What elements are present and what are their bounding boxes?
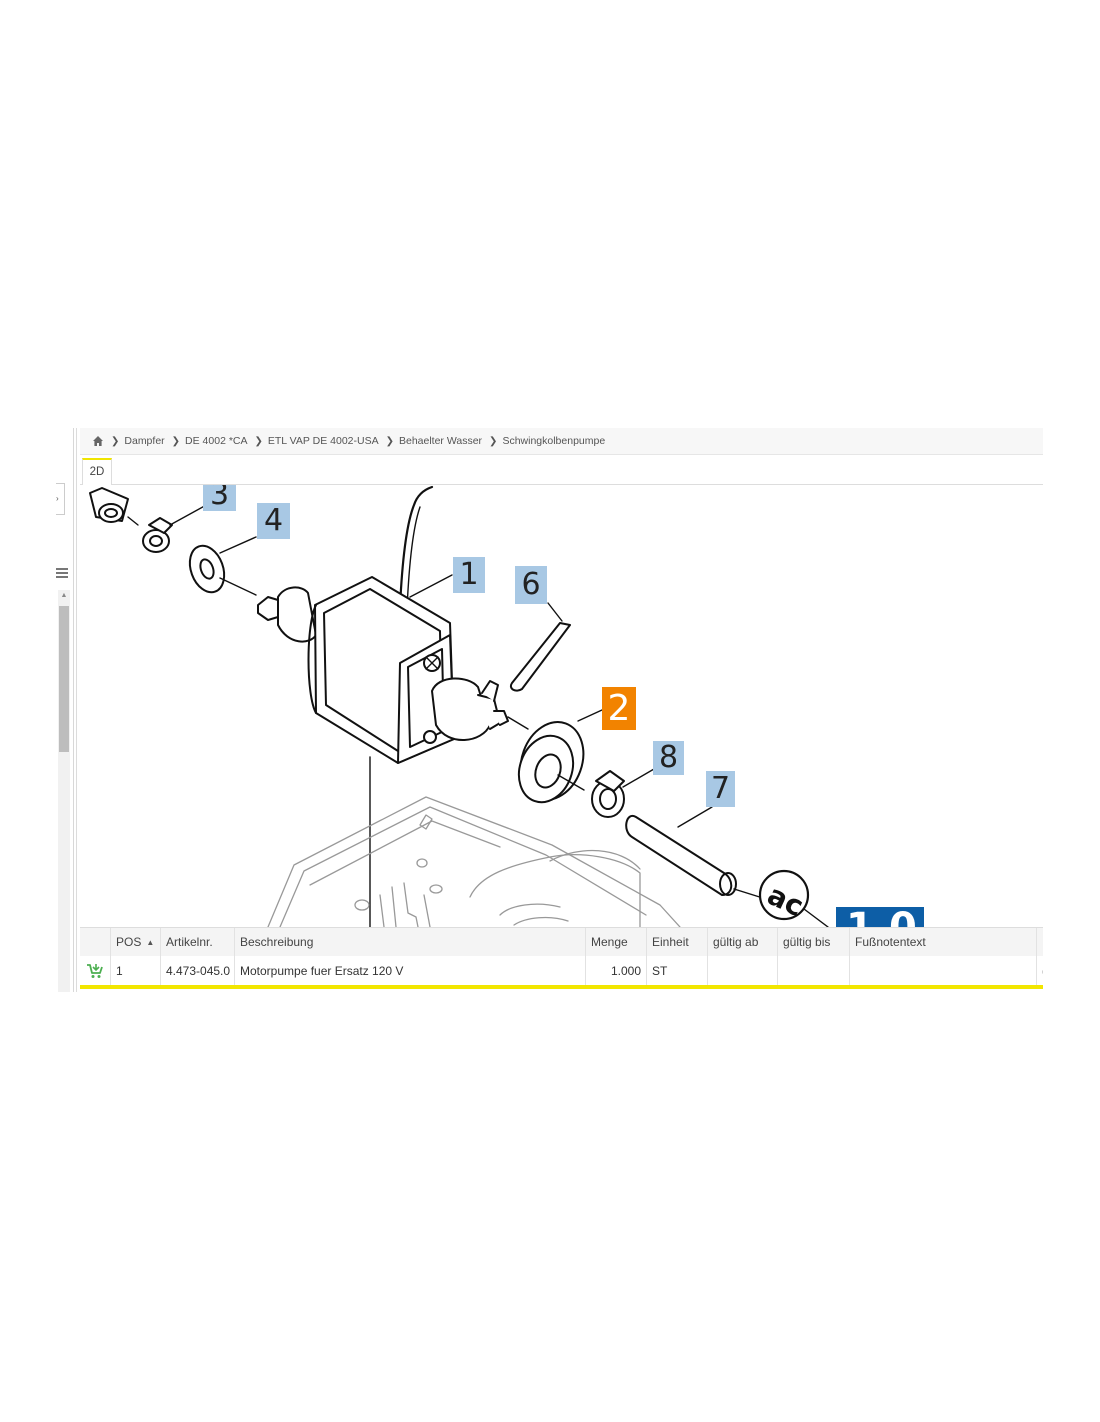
callout-part-1[interactable]: 1	[453, 557, 485, 593]
cell-gueltig-bis	[778, 956, 850, 985]
breadcrumb-item-current: Schwingkolbenpumpe	[502, 435, 606, 447]
cell-einheit: ST	[647, 956, 708, 985]
column-header-pos-label: POS	[116, 935, 142, 949]
callout-part-8[interactable]: 8	[653, 741, 684, 775]
selected-row-indicator	[80, 985, 1043, 989]
column-header-extra[interactable]: I	[1037, 928, 1043, 956]
column-header-beschreibung[interactable]: Beschreibung	[235, 928, 586, 956]
column-header-menge[interactable]: Menge	[586, 928, 647, 956]
column-header-cart	[80, 928, 111, 956]
table-header: POS ▲ Artikelnr. Beschreibung Menge Einh…	[80, 927, 1043, 957]
column-header-gueltig-bis[interactable]: gültig bis	[778, 928, 850, 956]
cell-pos: 1	[111, 956, 161, 985]
breadcrumb-item-behaelter[interactable]: Behaelter Wasser	[398, 435, 483, 447]
parts-illustration: ac 1.0	[89, 485, 924, 927]
callout-part-2-selected[interactable]: 2	[602, 687, 636, 730]
view-tabs: 2D	[80, 455, 1043, 485]
tab-2d[interactable]: 2D	[82, 458, 112, 485]
cell-beschreibung: Motorpumpe fuer Ersatz 120 V	[235, 956, 586, 985]
chevron-right-icon: ❯	[385, 435, 394, 447]
expand-panel-toggle[interactable]: ›	[56, 483, 65, 515]
chevron-right-icon: ❯	[171, 435, 181, 447]
left-panel: › ▲	[56, 428, 74, 992]
hamburger-menu-icon[interactable]	[56, 566, 68, 580]
add-to-cart-icon[interactable]	[86, 963, 104, 979]
exploded-parts-drawing[interactable]: ac 1.0 3 4 1 6	[80, 485, 1043, 927]
breadcrumb-item-model[interactable]: DE 4002 *CA	[185, 435, 248, 447]
cell-artikelnr: 4.473-045.0	[161, 956, 235, 985]
cell-gueltig-ab	[708, 956, 778, 985]
column-header-einheit[interactable]: Einheit	[647, 928, 708, 956]
panel-scrollbar[interactable]: ▲	[58, 590, 70, 992]
version-tag: 1.0	[846, 905, 917, 927]
cell-extra: (	[1037, 956, 1043, 985]
main-panel: ❯ Dampfer ❯ DE 4002 *CA ❯ ETL VAP DE 400…	[80, 428, 1043, 992]
sort-ascending-icon[interactable]: ▲	[146, 937, 155, 947]
callout-part-3[interactable]: 3	[203, 485, 236, 511]
cell-menge: 1.000	[586, 956, 647, 985]
scrollbar-thumb[interactable]	[59, 606, 69, 752]
column-header-gueltig-ab[interactable]: gültig ab	[708, 928, 778, 956]
cell-fussnotentext	[850, 956, 1037, 985]
parts-table: POS ▲ Artikelnr. Beschreibung Menge Einh…	[80, 927, 1043, 992]
cart-cell	[80, 956, 111, 985]
table-row[interactable]: 1 4.473-045.0 Motorpumpe fuer Ersatz 120…	[80, 956, 1043, 985]
column-header-pos[interactable]: POS ▲	[111, 928, 161, 956]
breadcrumb-item-dampfer[interactable]: Dampfer	[124, 435, 165, 447]
panel-divider[interactable]	[76, 428, 77, 992]
chevron-right-icon: ❯	[111, 435, 120, 447]
home-icon[interactable]	[92, 435, 104, 447]
callout-part-6[interactable]: 6	[515, 566, 547, 604]
column-header-artikelnr[interactable]: Artikelnr.	[161, 928, 235, 956]
scroll-up-icon[interactable]: ▲	[60, 592, 68, 599]
callout-part-4[interactable]: 4	[257, 503, 290, 539]
breadcrumb-item-etl[interactable]: ETL VAP DE 4002-USA	[267, 435, 379, 447]
column-header-fussnotentext[interactable]: Fußnotentext	[850, 928, 1037, 956]
chevron-right-icon: ❯	[254, 435, 263, 447]
breadcrumb: ❯ Dampfer ❯ DE 4002 *CA ❯ ETL VAP DE 400…	[80, 428, 1043, 455]
chevron-right-icon: ❯	[489, 435, 498, 447]
callout-part-7[interactable]: 7	[706, 771, 735, 807]
